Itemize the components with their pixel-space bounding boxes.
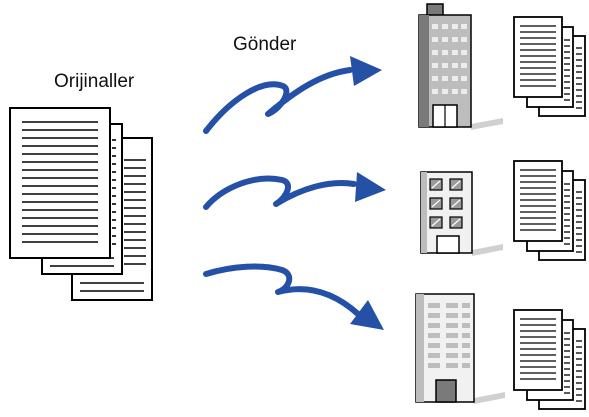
- office-tower-icon: [418, 3, 503, 130]
- originals-label: Orijinaller: [54, 71, 135, 92]
- small-office-building-icon: [420, 171, 503, 256]
- document-stack-icon-1: [513, 16, 586, 117]
- curved-arrow-icon-middle: [203, 172, 386, 210]
- office-building-icon: [415, 293, 505, 404]
- curved-arrow-icon-top: [203, 56, 382, 134]
- source-document-stack-icon: [9, 107, 153, 301]
- document-stack-icon-3: [513, 309, 586, 410]
- send-label: Gönder: [233, 34, 297, 55]
- document-stack-icon-2: [513, 160, 586, 261]
- curved-arrow-icon-bottom: [203, 263, 384, 330]
